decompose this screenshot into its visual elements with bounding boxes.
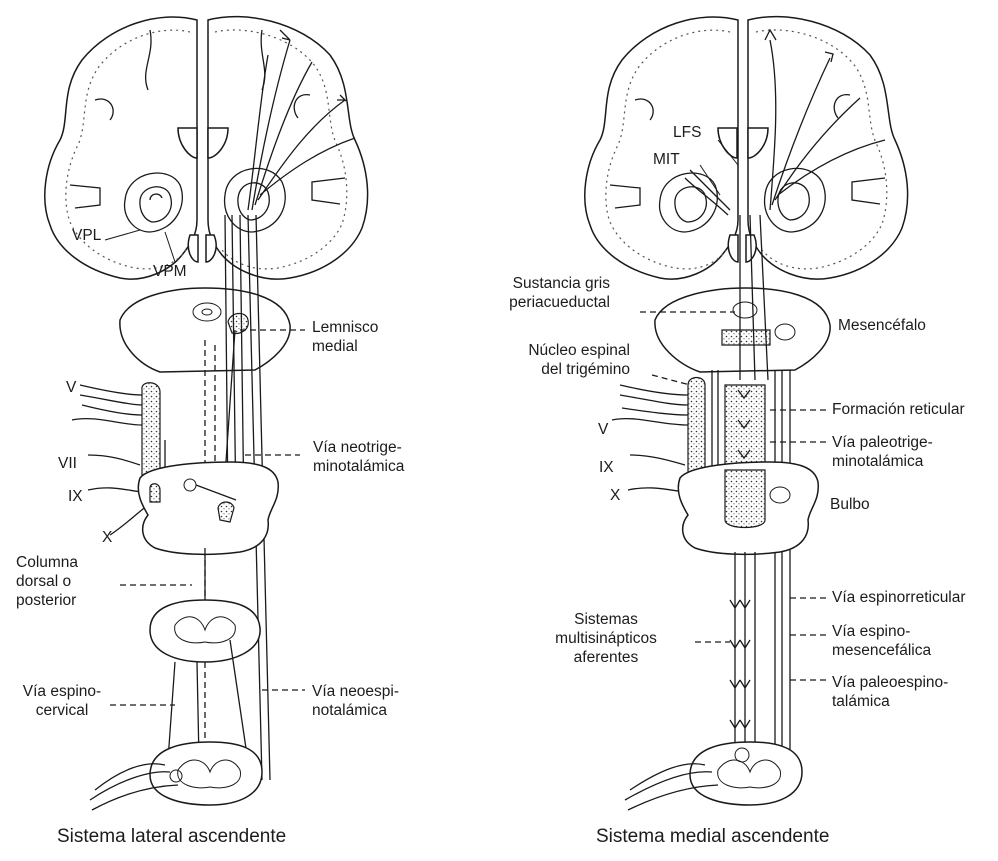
label-vpl: VPL [72,226,101,245]
right-medulla [678,462,818,554]
label-nerve-ix-right: IX [599,458,614,477]
caption-right: Sistema medial ascendente [596,826,829,848]
label-via-paleotrigeminotalamica: Vía paleotrige-minotalámica [832,433,933,471]
label-via-paleoespinotalamica: Vía paleoespino-talámica [832,673,948,711]
label-via-neoespinotalamica: Vía neoespi-notalámica [312,682,399,720]
label-mit: MIT [653,150,680,169]
label-formacion-reticular: Formación reticular [832,400,965,419]
label-via-espinorreticular: Vía espinorreticular [832,588,966,607]
label-nerve-x-left: X [102,528,112,547]
right-midbrain [655,288,830,372]
right-brain-section [585,17,908,280]
label-vpm: VPM [153,262,187,281]
label-mesencefalo: Mesencéfalo [838,316,926,335]
label-bulbo: Bulbo [830,495,870,514]
label-via-neotrigeminotalamica: Vía neotrige-minotalámica [313,438,404,476]
label-nerve-v-left: V [66,378,76,397]
left-spinal-segments [90,548,262,810]
label-nerve-ix-left: IX [68,487,83,506]
label-nerve-vii-left: VII [58,454,77,473]
label-via-espinocervical: Vía espino-cervical [12,682,112,720]
left-medulla [138,462,278,554]
caption-left: Sistema lateral ascendente [57,826,286,848]
label-nerve-x-right: X [610,486,620,505]
label-nerve-v-right: V [598,420,608,439]
label-lfs: LFS [673,123,701,142]
label-via-espinomesencefalica: Vía espino-mesencefálica [832,622,931,660]
